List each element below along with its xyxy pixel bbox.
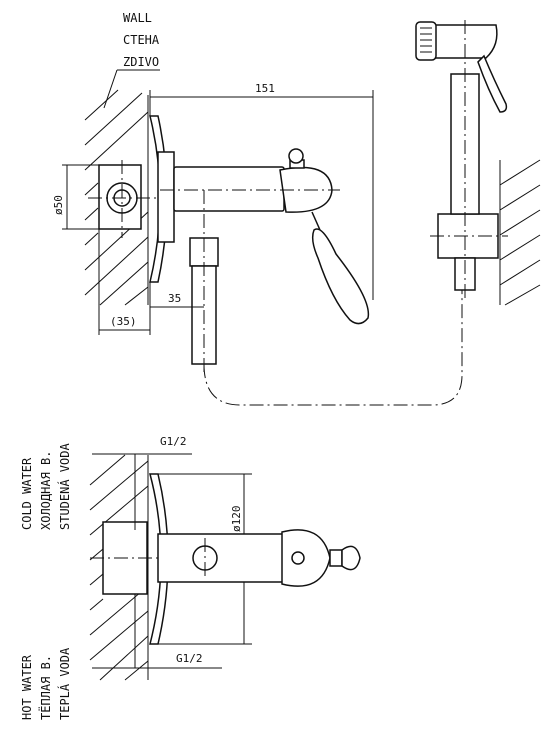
thread-bottom-dim: G1/2 xyxy=(176,652,203,665)
wall-depth-dim: (35) xyxy=(110,315,137,328)
wall-label-en: WALL xyxy=(123,11,152,25)
overall-length-dim: 151 xyxy=(255,82,275,95)
hatched-wall-bottom xyxy=(89,454,149,681)
wall-label-ru: СТЕНА xyxy=(123,33,160,47)
inlet-block: ø50 xyxy=(52,160,157,238)
cold-water-label: COLD WATER ХОЛОДНАЯ В. STUDENÁ VODA xyxy=(20,443,72,530)
cold-water-ru: ХОЛОДНАЯ В. xyxy=(39,451,53,530)
outlet-offset-dimension: 35 xyxy=(149,282,204,335)
hot-water-label: HOT WATER ТЁПЛАЯ В. TEPLÁ VODA xyxy=(20,647,72,720)
mixer-valve-bottom xyxy=(157,529,361,587)
wall-label-cz: ZDIVO xyxy=(123,55,159,69)
hot-water-en: HOT WATER xyxy=(20,654,34,720)
overall-length-dimension: 151 xyxy=(149,82,374,300)
cold-water-en: COLD WATER xyxy=(20,457,34,530)
mixer-valve-icon xyxy=(160,148,370,372)
hot-water-cz: TEPLÁ VODA xyxy=(57,647,72,720)
thread-top-dimension: G1/2 xyxy=(92,435,192,530)
hatched-wall-icon xyxy=(84,89,149,306)
hot-water-ru: ТЁПЛАЯ В. xyxy=(38,655,53,720)
hose-line xyxy=(203,290,463,406)
wall-depth-dimension: (35) xyxy=(98,229,150,335)
inlet-diameter-dim: ø50 xyxy=(52,195,65,215)
thread-bottom-dimension: G1/2 xyxy=(92,594,222,669)
thread-top-dim: G1/2 xyxy=(160,435,187,448)
hand-shower-icon xyxy=(415,20,541,306)
wall-label: WALL СТЕНА ZDIVO xyxy=(103,11,160,109)
rosette-diameter-dim: ø120 xyxy=(230,506,243,533)
cold-water-cz: STUDENÁ VODA xyxy=(57,443,72,530)
outlet-offset-dim: 35 xyxy=(168,292,181,305)
rosette xyxy=(149,115,175,283)
